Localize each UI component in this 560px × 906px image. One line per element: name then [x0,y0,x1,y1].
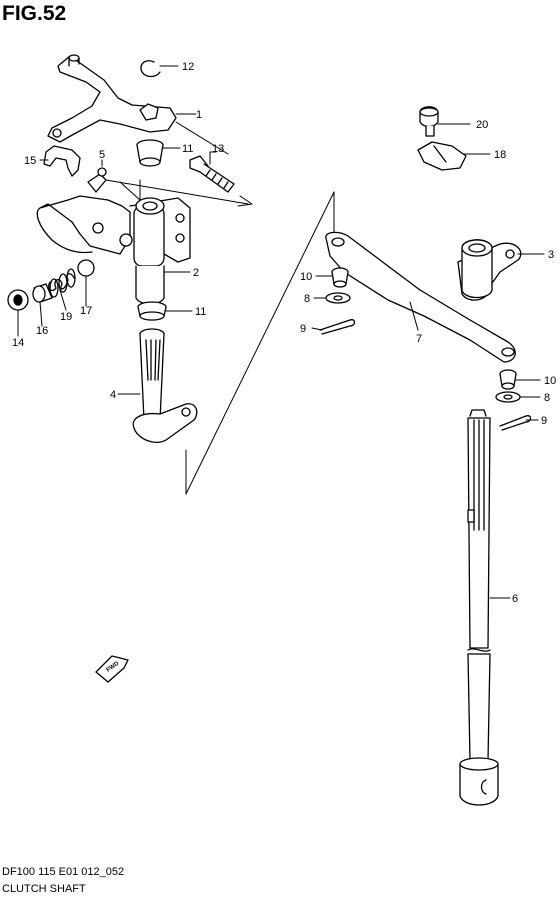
part-2-shift-case [36,195,191,305]
callout-20: 20 [476,119,488,131]
callout-18: 18 [494,149,506,161]
part-19-spring [48,268,76,298]
part-13-bolt [189,155,235,193]
callout-1: 1 [196,109,202,121]
callout-8-lower: 8 [544,392,550,404]
part-1-shift-lever [47,54,177,143]
callout-2: 2 [193,267,199,279]
callout-11-lower: 11 [195,306,206,318]
callout-10-lower: 10 [544,375,556,387]
callout-9-upper: 9 [300,323,306,335]
part-10-bushing-lower [499,369,517,390]
callout-17: 17 [80,305,92,317]
part-8-washer-upper [325,292,351,304]
callout-11-upper: 11 [182,143,193,155]
part-4-shift-rod [132,328,198,443]
part-7-link-plate [325,231,516,363]
fwd-direction-badge [95,655,129,683]
part-5-grease-nipple [87,167,107,193]
callout-14: 14 [12,337,24,349]
callout-3: 3 [548,249,554,261]
part-17-ball [77,259,95,277]
callout-7: 7 [416,333,422,345]
leader-lines [17,65,545,599]
assembly-guide-lines [105,121,335,495]
callout-5: 5 [99,149,105,161]
callout-6: 6 [512,593,518,605]
callout-19: 19 [60,311,72,323]
part-8-washer-lower [495,391,521,403]
part-14-plug [7,289,29,311]
part-3-lever [457,239,522,301]
callout-8-upper: 8 [304,293,310,305]
part-12-snap-ring [140,60,161,78]
part-9-cotter-pin-upper [319,319,356,335]
part-9-cotter-pin-lower [499,415,532,431]
part-11-upper-bushing [136,139,164,167]
callout-15: 15 [24,155,36,167]
assembly-name: CLUTCH SHAFT [2,883,86,895]
part-16-collar [32,283,53,303]
part-6-clutch-shaft [459,409,499,806]
part-11-lower-bushing [137,301,167,321]
figure-title: FIG.52 [2,2,67,25]
drawing-code: DF100 115 E01 012_052 [2,866,125,878]
callout-16: 16 [36,325,48,337]
part-15-clip [43,145,81,177]
callout-9-lower: 9 [541,415,547,427]
part-18-clamp [417,141,467,171]
callout-12: 12 [182,61,194,73]
part-10-bushing-upper [331,267,349,288]
callout-10-upper: 10 [300,271,312,283]
callout-13: 13 [212,143,224,155]
part-20-bolt [419,106,439,137]
callout-4: 4 [110,389,116,401]
